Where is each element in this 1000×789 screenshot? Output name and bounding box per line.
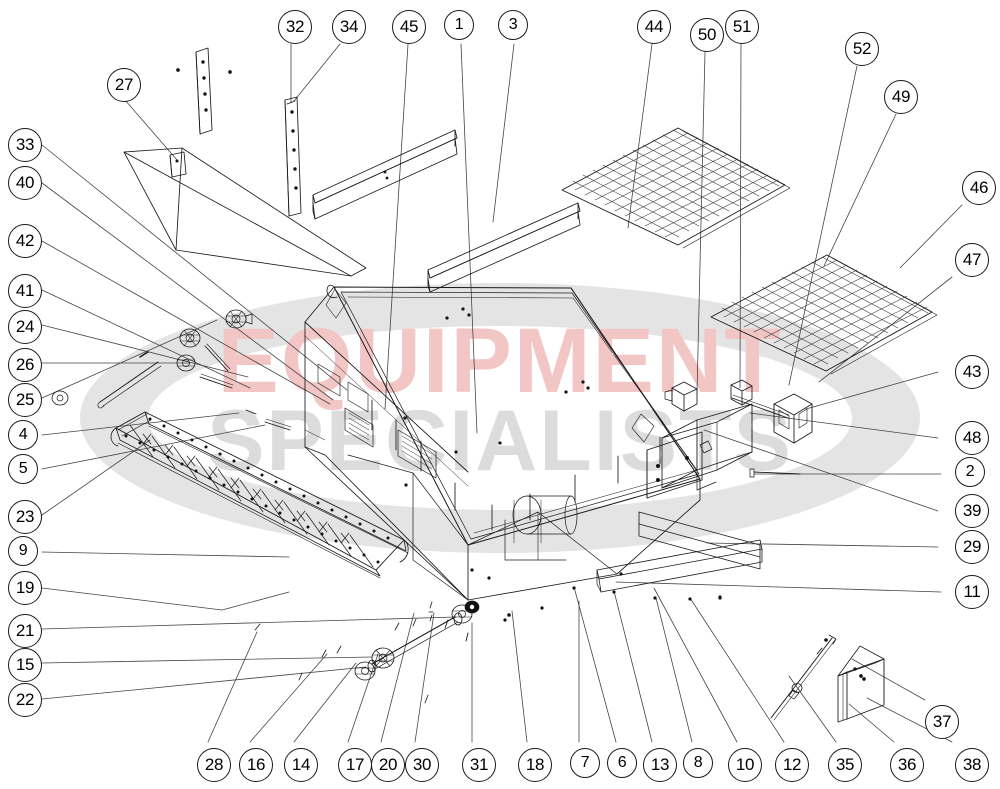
callout-bubble-17[interactable]: 17 xyxy=(338,748,372,782)
callout-bubble-11[interactable]: 11 xyxy=(955,575,989,609)
callout-bubble-48[interactable]: 48 xyxy=(955,421,989,455)
callout-bubble-10[interactable]: 10 xyxy=(728,748,762,782)
callout-bubble-20[interactable]: 20 xyxy=(371,748,405,782)
callout-bubble-32[interactable]: 32 xyxy=(278,10,312,44)
callout-bubble-2[interactable]: 2 xyxy=(955,457,985,487)
callout-bubble-31[interactable]: 31 xyxy=(462,748,496,782)
callout-bubble-52[interactable]: 52 xyxy=(845,32,879,66)
callout-bubble-16[interactable]: 16 xyxy=(239,748,273,782)
callout-bubble-6[interactable]: 6 xyxy=(607,748,637,778)
callout-bubble-41[interactable]: 41 xyxy=(8,274,42,308)
callout-bubble-14[interactable]: 14 xyxy=(284,748,318,782)
callout-bubble-13[interactable]: 13 xyxy=(643,748,677,782)
callout-bubble-5[interactable]: 5 xyxy=(8,454,38,484)
callout-bubble-7[interactable]: 7 xyxy=(570,748,600,778)
callout-bubble-38[interactable]: 38 xyxy=(955,748,989,782)
callout-bubble-45[interactable]: 45 xyxy=(392,10,426,44)
callout-bubble-43[interactable]: 43 xyxy=(955,355,989,389)
callout-bubble-29[interactable]: 29 xyxy=(955,530,989,564)
callout-bubble-19[interactable]: 19 xyxy=(8,571,42,605)
callout-bubble-22[interactable]: 22 xyxy=(8,683,42,717)
callout-bubble-36[interactable]: 36 xyxy=(890,748,924,782)
callout-bubble-30[interactable]: 30 xyxy=(405,748,439,782)
callout-bubble-25[interactable]: 25 xyxy=(8,383,42,417)
callout-bubble-9[interactable]: 9 xyxy=(8,536,38,566)
callout-bubble-46[interactable]: 46 xyxy=(962,171,996,205)
callout-bubble-33[interactable]: 33 xyxy=(8,128,42,162)
callout-bubble-12[interactable]: 12 xyxy=(775,748,809,782)
callout-bubble-8[interactable]: 8 xyxy=(683,748,713,778)
callout-bubble-40[interactable]: 40 xyxy=(8,166,42,200)
callout-bubble-34[interactable]: 34 xyxy=(332,10,366,44)
callout-bubble-49[interactable]: 49 xyxy=(884,80,918,114)
callout-bubble-51[interactable]: 51 xyxy=(725,10,759,44)
callout-bubble-39[interactable]: 39 xyxy=(955,494,989,528)
callout-bubble-42[interactable]: 42 xyxy=(8,224,42,258)
callout-bubble-18[interactable]: 18 xyxy=(518,748,552,782)
callout-bubble-4[interactable]: 4 xyxy=(8,420,38,450)
callout-bubble-50[interactable]: 50 xyxy=(690,18,724,52)
callout-bubble-47[interactable]: 47 xyxy=(955,243,989,277)
callout-bubble-24[interactable]: 24 xyxy=(8,310,42,344)
callout-bubble-23[interactable]: 23 xyxy=(8,500,42,534)
callout-bubble-37[interactable]: 37 xyxy=(925,705,959,739)
callout-bubble-26[interactable]: 26 xyxy=(8,348,42,382)
callout-bubble-1[interactable]: 1 xyxy=(444,10,474,40)
callout-bubble-44[interactable]: 44 xyxy=(637,10,671,44)
callout-bubble-3[interactable]: 3 xyxy=(498,10,528,40)
callout-bubble-15[interactable]: 15 xyxy=(8,648,42,682)
callout-bubble-21[interactable]: 21 xyxy=(8,614,42,648)
callout-bubble-35[interactable]: 35 xyxy=(828,748,862,782)
callout-bubble-28[interactable]: 28 xyxy=(197,748,231,782)
callout-bubble-27[interactable]: 27 xyxy=(107,68,141,102)
